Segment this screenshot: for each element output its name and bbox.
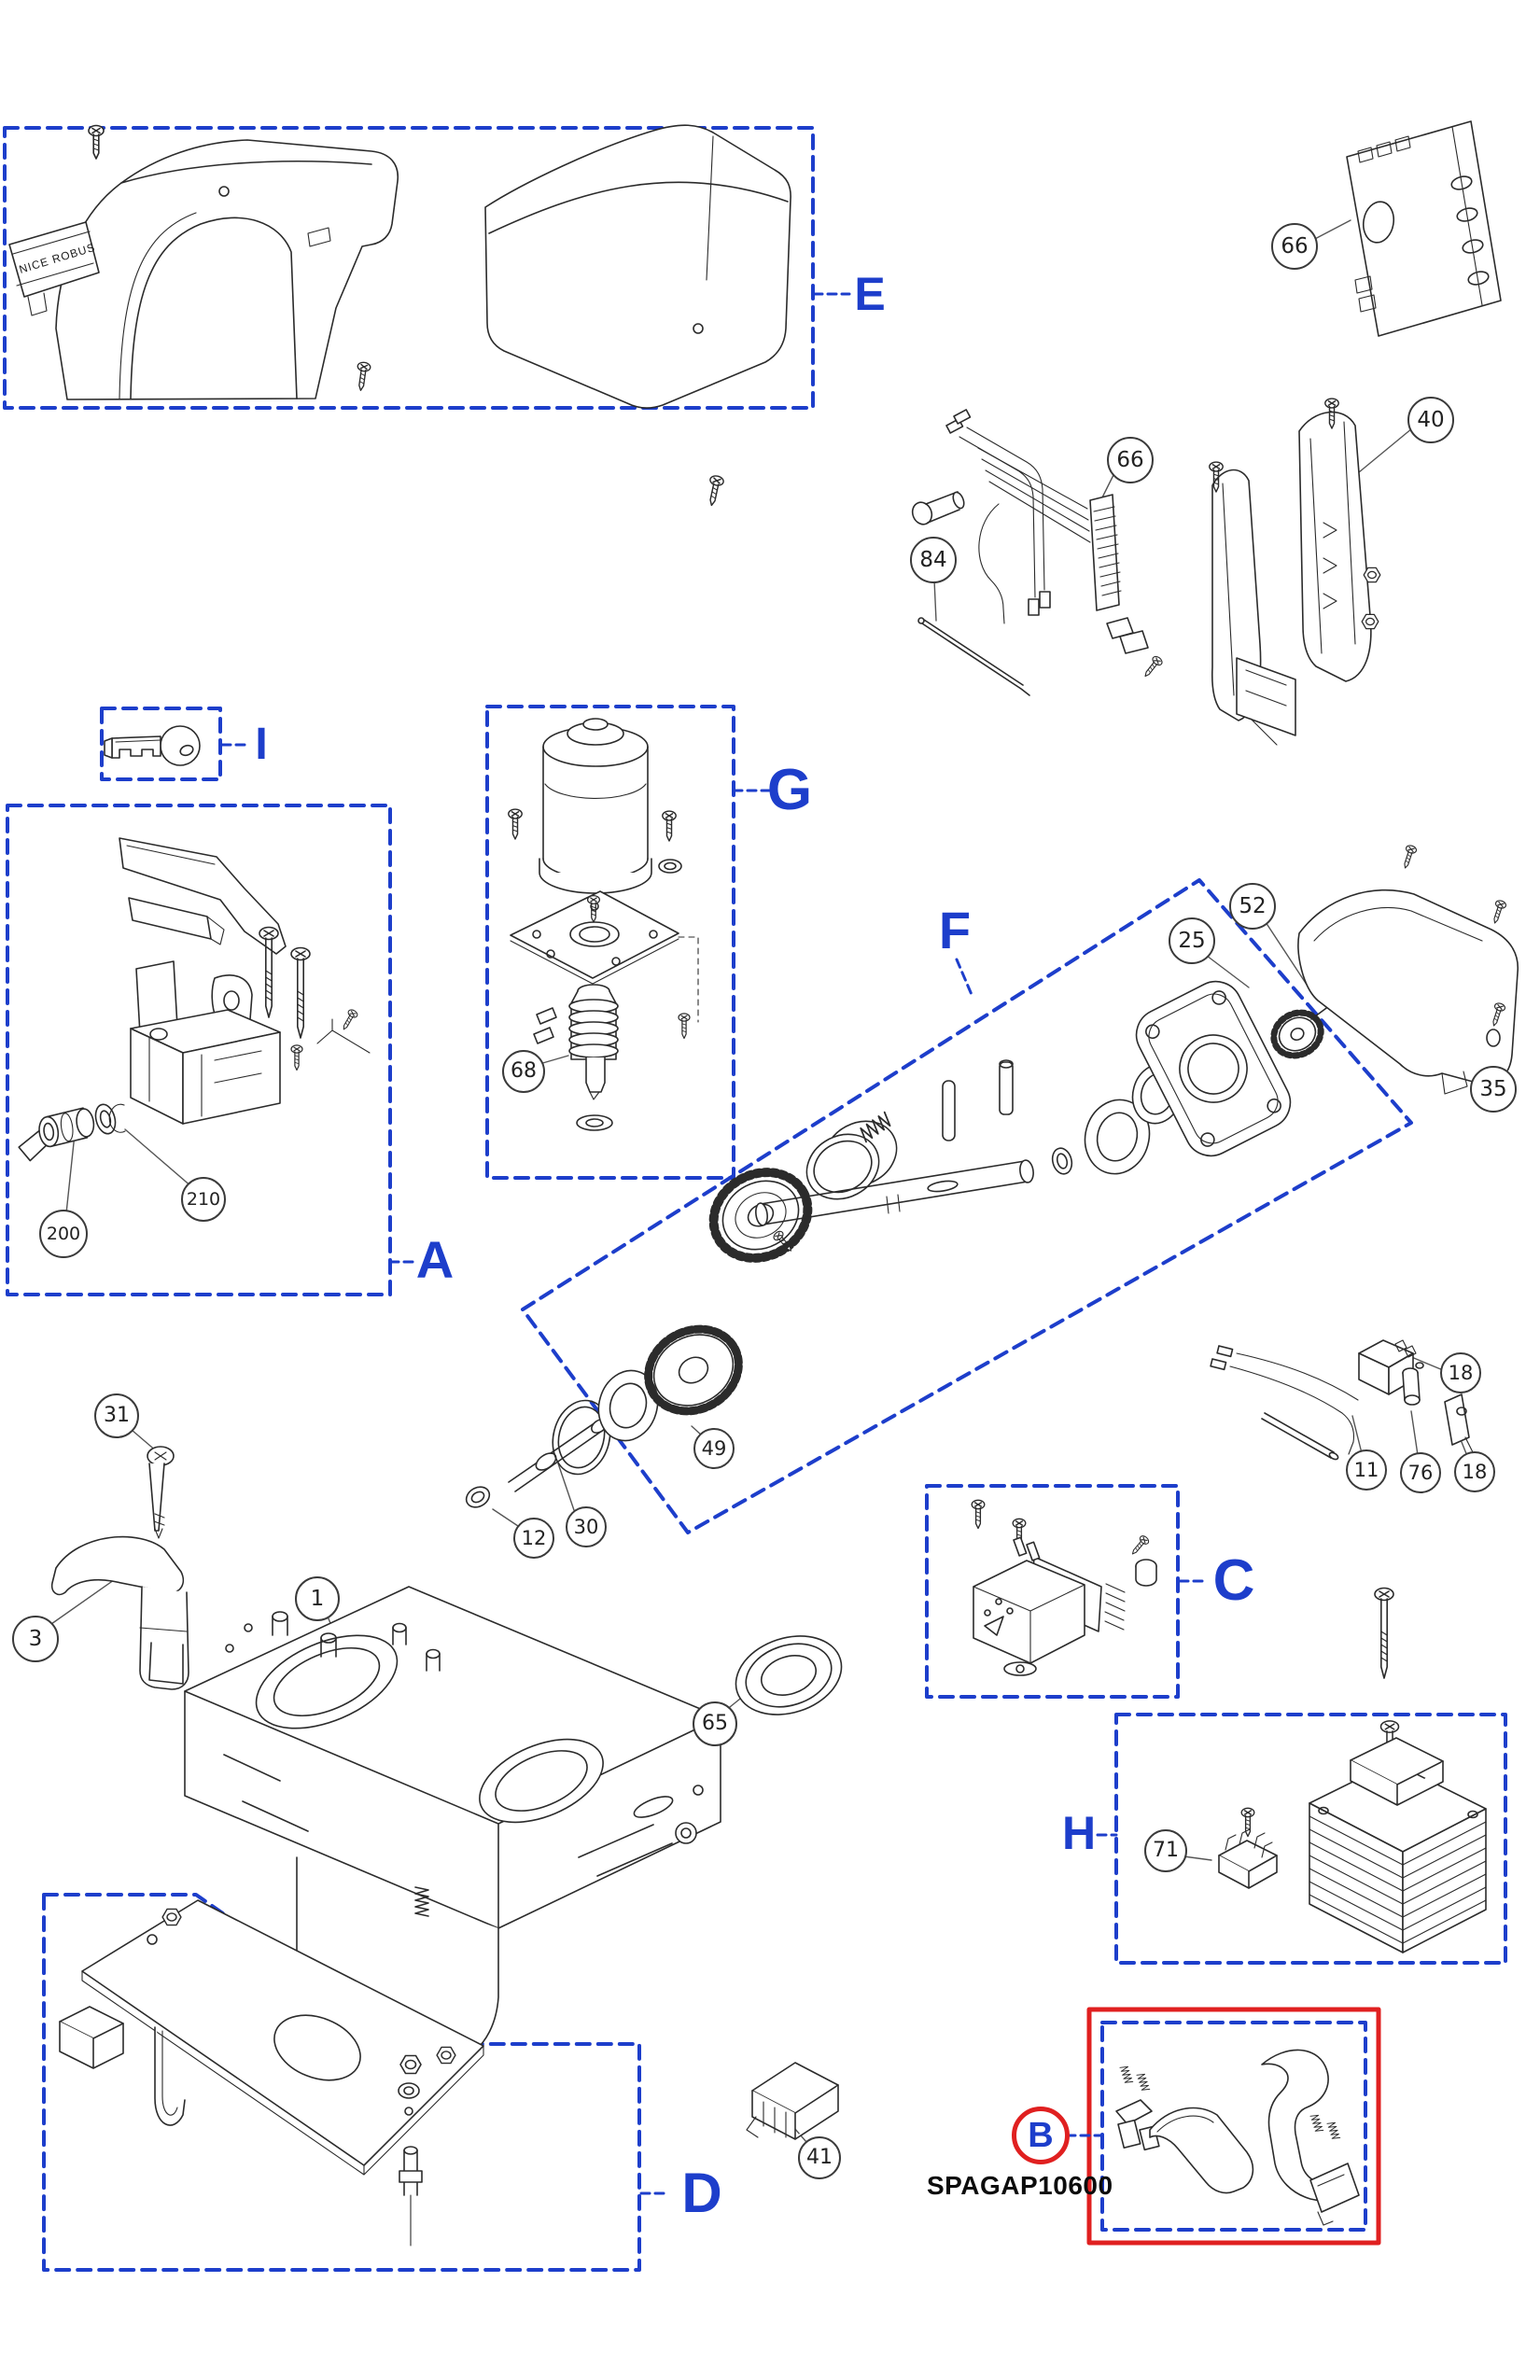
release-bracket-drawing <box>1209 398 1381 746</box>
callout-35: 35 <box>1470 1066 1517 1113</box>
gear-train-drawing <box>465 844 1519 1508</box>
section-boxes <box>3 126 1507 2272</box>
wiring-harness-drawing <box>911 409 1165 696</box>
callout-200: 200 <box>39 1210 88 1258</box>
section-label-B: B <box>1012 2107 1070 2164</box>
screw-icon <box>354 360 372 392</box>
callout-41: 41 <box>798 2136 841 2179</box>
key-drawing <box>104 725 201 766</box>
cover-rear-shell-drawing: NICE ROBUS <box>8 139 399 400</box>
release-handle-drawing <box>50 1446 189 1690</box>
section-label-I: I <box>255 720 268 769</box>
callout-68: 68 <box>502 1050 545 1093</box>
section-label-F: F <box>938 901 972 959</box>
highlighted-part-code: SPAGAP10600 <box>927 2171 1113 2200</box>
callout-49: 49 <box>693 1428 735 1469</box>
small-cover-drawing <box>746 2062 839 2140</box>
section-label-C: C <box>1212 1548 1255 1613</box>
section-box-F <box>521 878 1413 1534</box>
callout-18-fuse: 18 <box>1454 1451 1495 1492</box>
callout-84: 84 <box>910 537 957 583</box>
foundation-plate-drawing <box>81 1899 484 2247</box>
callout-3: 3 <box>12 1616 59 1662</box>
gearbox-flange-drawing <box>1135 980 1292 1157</box>
callout-11: 11 <box>1346 1449 1387 1491</box>
section-box-D <box>42 1893 641 2272</box>
callout-25: 25 <box>1169 917 1215 964</box>
section-label-G: G <box>766 758 813 822</box>
callout-12: 12 <box>513 1518 554 1559</box>
callout-31: 31 <box>94 1393 139 1438</box>
callout-18-switch: 18 <box>1440 1352 1481 1393</box>
ring-gear-drawing <box>735 1635 843 1715</box>
callout-76: 76 <box>1400 1452 1441 1493</box>
motor-drawing <box>508 718 699 1131</box>
callout-210: 210 <box>181 1177 226 1222</box>
section-label-H: H <box>1061 1807 1097 1859</box>
callout-1: 1 <box>295 1576 340 1621</box>
callout-71: 71 <box>1144 1829 1187 1872</box>
section-label-D: D <box>681 2162 722 2224</box>
power-parts-drawing <box>1218 1587 1487 1953</box>
cover-front-shell-drawing <box>484 124 791 409</box>
callout-30: 30 <box>566 1506 607 1547</box>
callout-40: 40 <box>1407 397 1454 443</box>
limit-switch-drawing <box>971 1499 1157 1676</box>
section-label-E: E <box>854 268 886 320</box>
callout-66-harness: 66 <box>1107 437 1154 483</box>
callout-66-board: 66 <box>1271 223 1318 270</box>
lock-cylinder-drawing <box>18 1107 95 1162</box>
section-box-B-red <box>1086 2007 1381 2246</box>
section-label-B-text: B <box>1028 2115 1054 2155</box>
control-panel-drawing <box>1346 120 1502 337</box>
release-levers-drawing <box>1115 2049 1360 2226</box>
section-label-A: A <box>415 1230 455 1289</box>
callout-52: 52 <box>1229 883 1276 930</box>
callout-65: 65 <box>693 1701 737 1746</box>
release-mechanism-drawing <box>18 837 371 1162</box>
switch-fuse-drawing <box>1210 1339 1474 1461</box>
screw-icon <box>704 473 725 508</box>
screw-icon <box>88 124 105 160</box>
